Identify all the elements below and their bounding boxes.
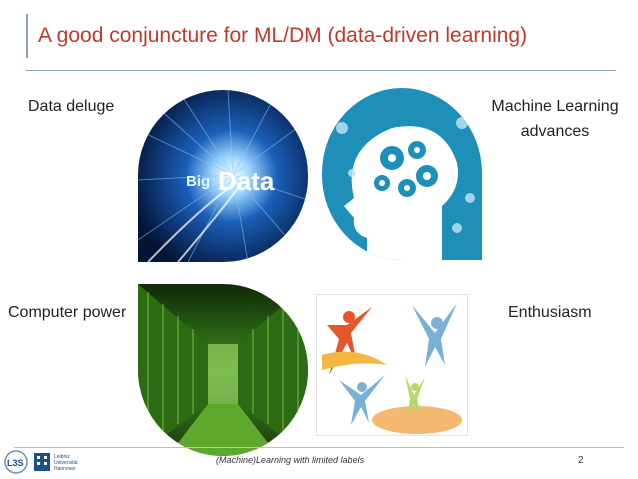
page-number: 2 <box>578 455 584 466</box>
data-text: Data <box>218 166 275 196</box>
enthusiasm-figures-image <box>316 294 468 436</box>
label-enthusiasm: Enthusiasm <box>508 304 592 321</box>
svg-text:L3S: L3S <box>7 458 24 468</box>
title-divider <box>26 70 616 71</box>
label-ml-line2: advances <box>520 123 590 140</box>
server-room-image <box>138 284 308 456</box>
l3s-logo: L3S <box>4 450 28 479</box>
label-computer-power: Computer power <box>8 304 127 321</box>
footer-caption: (Machine)Learning with limited labels <box>216 455 365 465</box>
footer-divider <box>14 447 624 448</box>
big-data-image: Big Data <box>138 90 308 262</box>
institution-name: Leibniz Universität Hannover <box>54 454 78 472</box>
label-data-deluge: Data deluge <box>28 98 115 115</box>
brain-gears-image <box>322 88 482 260</box>
big-text: Big <box>186 173 210 190</box>
label-ml-line1: Machine Learning <box>491 98 619 115</box>
title-accent-line <box>26 14 28 58</box>
slide-title: A good conjuncture for ML/DM (data-drive… <box>38 24 528 47</box>
university-logo <box>34 452 100 472</box>
